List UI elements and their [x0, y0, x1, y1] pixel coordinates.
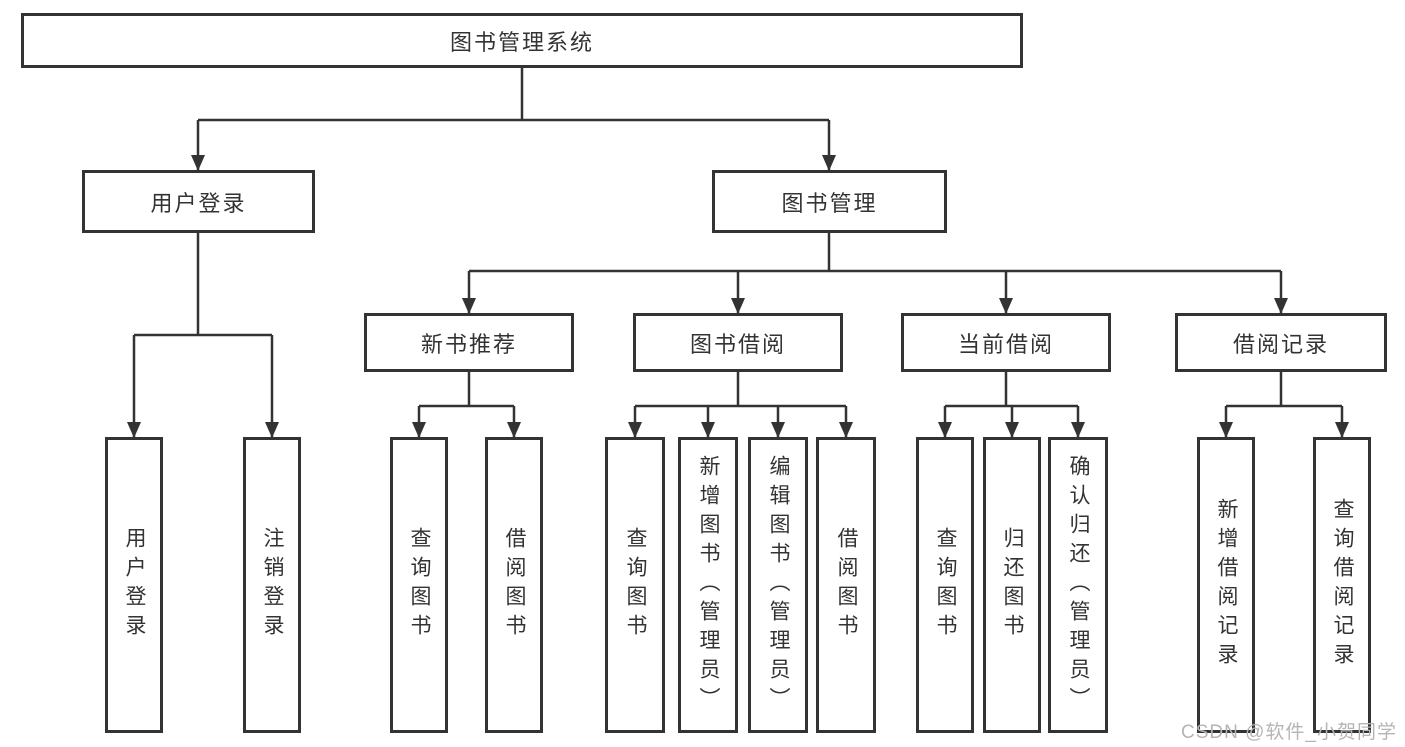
node-user-login: 用户登录: [82, 170, 315, 233]
leaf-user-login: 用户登录: [105, 437, 163, 733]
leaf-borrow-books-recommend: 借阅图书: [485, 437, 543, 733]
leaf-query-books-current: 查询图书: [916, 437, 974, 733]
node-root-library-system: 图书管理系统: [21, 13, 1023, 68]
leaf-borrow-books: 借阅图书: [816, 437, 876, 733]
node-borrow-records: 借阅记录: [1175, 313, 1387, 372]
leaf-edit-books-admin: 编辑图书（管理员）: [748, 437, 808, 733]
node-book-management: 图书管理: [712, 170, 947, 233]
csdn-watermark: CSDN @软件_小贺同学: [1181, 722, 1397, 743]
node-new-book-recommend: 新书推荐: [364, 313, 574, 372]
leaf-confirm-return-admin: 确认归还（管理员）: [1048, 437, 1108, 733]
leaf-query-books-borrow: 查询图书: [605, 437, 665, 733]
leaf-return-books: 归还图书: [983, 437, 1041, 733]
leaf-query-books-recommend: 查询图书: [390, 437, 448, 733]
node-current-borrowing: 当前借阅: [901, 313, 1111, 372]
leaf-query-borrow-record: 查询借阅记录: [1313, 437, 1371, 733]
leaf-add-books-admin: 新增图书（管理员）: [678, 437, 738, 733]
leaf-add-borrow-record: 新增借阅记录: [1197, 437, 1255, 733]
node-book-borrowing: 图书借阅: [633, 313, 843, 372]
leaf-logout: 注销登录: [243, 437, 301, 733]
